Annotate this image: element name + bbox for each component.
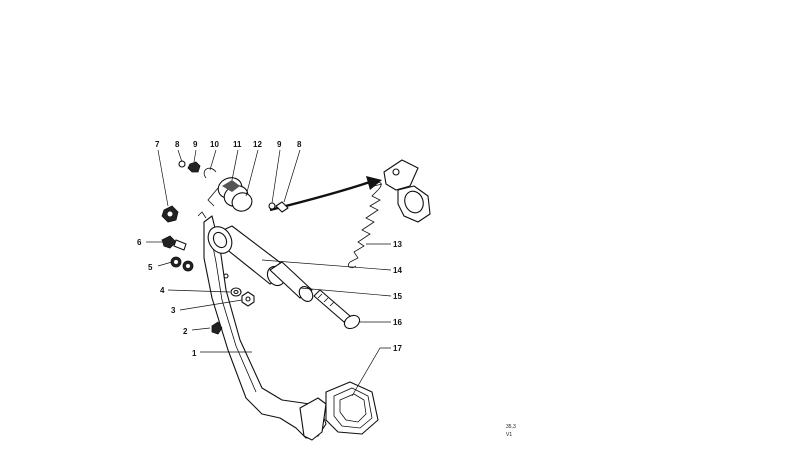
washers-5 xyxy=(170,256,194,272)
nut-3 xyxy=(241,291,255,307)
clevis-spring xyxy=(203,167,253,212)
callout-9-right: 9 xyxy=(277,140,282,149)
callout-16: 16 xyxy=(393,318,402,327)
callout-11: 11 xyxy=(233,140,242,149)
callout-5: 5 xyxy=(148,263,153,272)
return-spring xyxy=(348,182,383,269)
callout-10: 10 xyxy=(210,140,219,149)
sleeve xyxy=(269,261,314,302)
drawing-code-line2: V1 xyxy=(506,432,512,438)
nut-9-left xyxy=(187,161,201,173)
callout-12: 12 xyxy=(253,140,262,149)
callout-3: 3 xyxy=(171,306,176,315)
callout-7: 7 xyxy=(155,140,160,149)
spring-bracket xyxy=(383,159,431,223)
callout-8-left: 8 xyxy=(175,140,180,149)
callout-8-right: 8 xyxy=(297,140,302,149)
callout-13: 13 xyxy=(393,240,402,249)
pivot-bolt xyxy=(313,289,361,330)
drawing-code-line1: 35.3 xyxy=(506,424,516,430)
washer-4 xyxy=(230,287,242,297)
callout-4: 4 xyxy=(160,286,165,295)
bumper-2 xyxy=(211,321,223,335)
callout-2: 2 xyxy=(183,327,188,336)
callout-1: 1 xyxy=(192,349,197,358)
stop-dot xyxy=(223,273,229,279)
callout-14: 14 xyxy=(393,266,402,275)
drawing-code: 35.3 V1 xyxy=(506,424,516,438)
stud-6 xyxy=(161,235,187,251)
pedal-pad-rubber xyxy=(325,381,379,435)
callout-6: 6 xyxy=(137,238,142,247)
clevis-8-right xyxy=(275,201,289,213)
leader-lines xyxy=(146,149,392,397)
callout-9-left: 9 xyxy=(193,140,198,149)
nut-7 xyxy=(161,205,179,223)
callout-labels: 7 8 9 10 11 12 9 8 6 5 4 3 2 1 13 14 15 … xyxy=(137,140,402,358)
nut-9-right xyxy=(268,202,276,210)
callout-17: 17 xyxy=(393,344,402,353)
callout-15: 15 xyxy=(393,292,402,301)
